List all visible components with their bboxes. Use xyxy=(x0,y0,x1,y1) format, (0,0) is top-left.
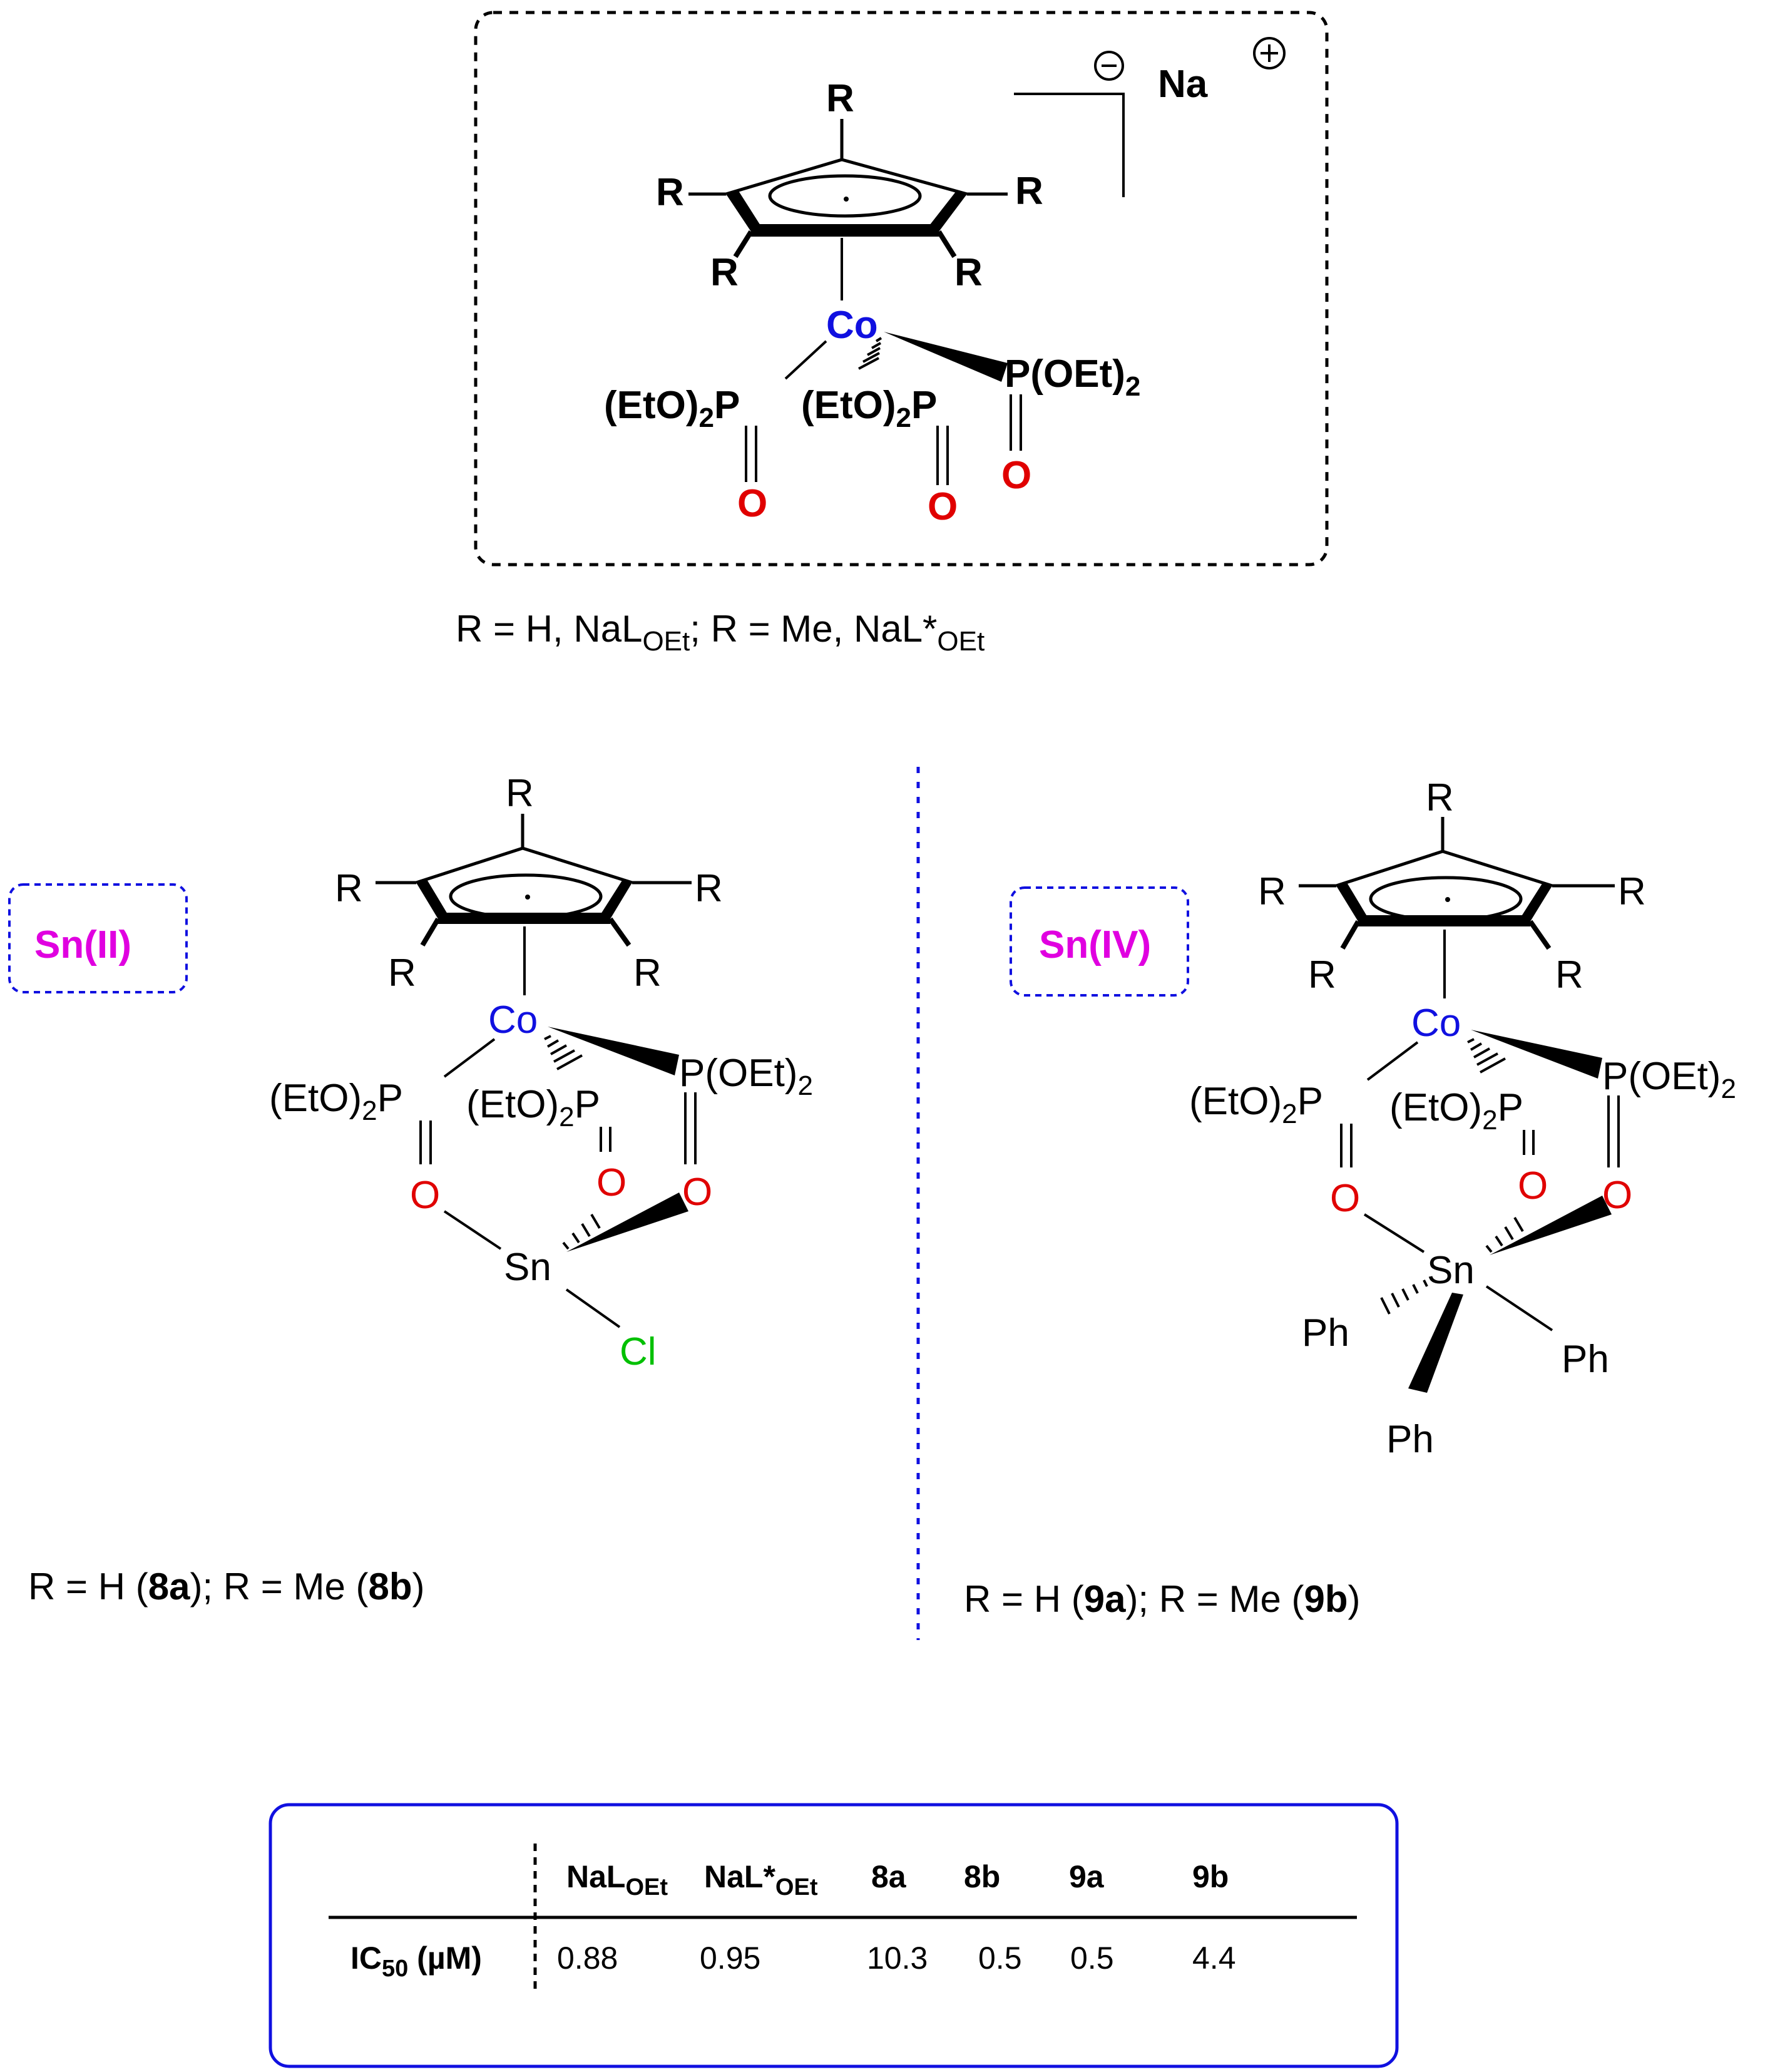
top-p-right: P(OEt)2 xyxy=(1005,352,1140,402)
wedge-bond xyxy=(1490,1196,1612,1255)
oxygen-label: O xyxy=(1330,1177,1360,1220)
table-header: 9a xyxy=(1069,1859,1105,1894)
table-row-label: IC50 (µM) xyxy=(350,1941,482,1982)
wedge-bond xyxy=(884,332,1008,382)
phenyl-label: Ph xyxy=(1386,1418,1434,1461)
top-p-left: (EtO)2P xyxy=(604,384,740,433)
hash-bond xyxy=(544,1035,583,1070)
phenyl-label: Ph xyxy=(1562,1338,1609,1381)
hash-bond xyxy=(858,337,882,370)
tin-label: Sn xyxy=(504,1246,551,1289)
top-dashed-box xyxy=(474,11,1329,567)
left-r-label: R xyxy=(335,867,363,910)
top-cp-ring xyxy=(688,119,1008,300)
right-cobalt-label: Co xyxy=(1411,1002,1461,1045)
table-cell: 0.5 xyxy=(1070,1941,1114,1976)
right-r-label: R xyxy=(1555,953,1583,997)
right-caption: R = H (9a); R = Me (9b) xyxy=(964,1578,1361,1620)
wedge-bond xyxy=(566,1192,688,1252)
left-caption: R = H (8a); R = Me (8b) xyxy=(28,1566,425,1608)
left-cobalt-label: Co xyxy=(488,998,538,1042)
top-r-label: R xyxy=(826,77,854,120)
p-o-double-bonds xyxy=(1340,1095,1620,1167)
right-r-label: R xyxy=(1308,953,1336,997)
table-cell: 10.3 xyxy=(867,1941,928,1976)
p-o-double-bonds xyxy=(745,394,1022,485)
chlorine-label: Cl xyxy=(620,1330,657,1373)
left-p-c: P(OEt)2 xyxy=(679,1052,813,1101)
tag-sn4: Sn(IV) xyxy=(1039,923,1151,967)
left-r-label: R xyxy=(695,867,723,910)
oxygen-label: O xyxy=(682,1171,712,1214)
right-cp-ring xyxy=(1299,817,1615,998)
table-cell: 0.88 xyxy=(557,1941,618,1976)
top-p-middle: (EtO)2P xyxy=(801,384,937,433)
left-r-label: R xyxy=(633,951,662,995)
table-cell: 4.4 xyxy=(1192,1941,1236,1976)
top-r-label: R xyxy=(1015,170,1043,213)
hash-bond xyxy=(562,1213,601,1250)
oxygen-label: O xyxy=(410,1174,440,1217)
hash-bond xyxy=(1485,1216,1524,1253)
top-r-label: R xyxy=(710,251,739,294)
right-r-label: R xyxy=(1258,870,1286,913)
tag-sn2: Sn(II) xyxy=(34,923,131,967)
right-r-label: R xyxy=(1618,870,1646,913)
left-p-a: (EtO)2P xyxy=(269,1077,403,1126)
top-caption: R = H, NaLOEt; R = Me, NaL*OEt xyxy=(456,608,985,657)
right-r-label: R xyxy=(1426,776,1454,819)
top-cobalt-label: Co xyxy=(826,304,878,347)
plus-charge xyxy=(1253,37,1286,69)
table-cell: 0.95 xyxy=(700,1941,760,1976)
table-header: NaL*OEt xyxy=(704,1859,818,1900)
tin-label: Sn xyxy=(1427,1249,1475,1292)
hash-bond xyxy=(1380,1280,1428,1315)
sodium-label: Na xyxy=(1158,63,1208,106)
charge-bracket xyxy=(1014,93,1125,197)
table-header: NaLOEt xyxy=(566,1859,668,1900)
table-header: 9b xyxy=(1192,1859,1229,1894)
oxygen-label: O xyxy=(596,1161,627,1204)
wedge-bond xyxy=(548,1027,679,1075)
top-r-label: R xyxy=(954,251,983,294)
top-complex: R R R R R Na Co (EtO)2P (EtO)2P P(OEt)2 xyxy=(474,11,1329,567)
right-p-b: (EtO)2P xyxy=(1389,1086,1523,1136)
left-panel: Sn(II) R R R R R Co xyxy=(8,772,813,1373)
left-r-label: R xyxy=(506,772,534,815)
left-cp-ring xyxy=(376,814,692,995)
right-p-c: P(OEt)2 xyxy=(1602,1055,1736,1104)
left-r-label: R xyxy=(388,951,416,995)
phenyl-label: Ph xyxy=(1302,1311,1349,1355)
p-o-double-bonds xyxy=(419,1092,697,1164)
oxygen-label: O xyxy=(1518,1164,1548,1208)
oxygen-label: O xyxy=(1001,454,1031,497)
hash-bond xyxy=(1467,1038,1506,1074)
oxygen-label: O xyxy=(737,482,767,525)
left-p-b: (EtO)2P xyxy=(466,1083,600,1132)
table-header: 8a xyxy=(871,1859,907,1894)
minus-charge xyxy=(1094,51,1124,81)
oxygen-label: O xyxy=(928,485,958,528)
table-header: 8b xyxy=(964,1859,1000,1894)
table-cell: 0.5 xyxy=(978,1941,1022,1976)
wedge-bond xyxy=(1408,1293,1463,1393)
right-p-a: (EtO)2P xyxy=(1189,1080,1323,1129)
top-r-label: R xyxy=(656,171,684,214)
right-panel: Sn(IV) R R R R R Co xyxy=(1010,776,1736,1461)
ic50-table: NaLOEt NaL*OEt 8a 8b 9a 9b IC50 (µM) 0.8… xyxy=(269,1803,1399,2068)
wedge-bond xyxy=(1471,1030,1602,1079)
table-box xyxy=(269,1803,1399,2068)
